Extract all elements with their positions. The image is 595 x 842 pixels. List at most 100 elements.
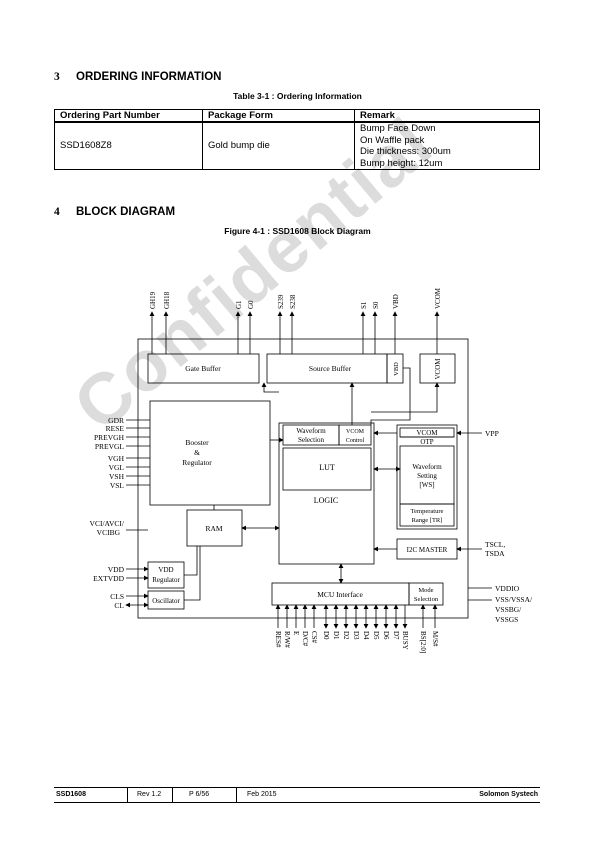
remark-line: Bump Face Down: [360, 123, 436, 134]
pin-label-e: E: [292, 631, 300, 635]
mcu-interface-label: MCU Interface: [317, 590, 363, 599]
gate-buffer-block: [147, 353, 260, 384]
mode-selection-label: Mode: [418, 587, 433, 594]
pin-label-vddio: VDDIO: [495, 584, 520, 593]
otp-label: OTP: [420, 438, 433, 446]
pin-label-gh18: GH18: [163, 291, 171, 309]
pin-label-bs: BS[2:0]: [419, 631, 427, 653]
vcom-control-label: VCOM: [346, 429, 365, 435]
booster-regulator-block: [149, 400, 271, 506]
waveform-setting-label: Setting: [417, 472, 437, 480]
pin-label-vgh: VGH: [108, 454, 125, 463]
temperature-range-label: Range [TR]: [412, 517, 443, 524]
col-header-remark: Remark: [354, 109, 540, 123]
pin-label-vdd: VDD: [108, 565, 125, 574]
otp-vcom-block: [399, 427, 455, 438]
pin-label-vssgs: VSSGS: [495, 615, 518, 624]
waveform-selection-label: Waveform: [296, 427, 326, 435]
footer-page: P 6/56: [189, 791, 210, 798]
section-3-heading: 3 ORDERING INFORMATION: [54, 71, 221, 83]
vdd-regulator-label: VDD: [158, 566, 173, 574]
vcom-box-label: VCOM: [434, 358, 442, 380]
vcom-control-label: Control: [346, 438, 365, 444]
footer-company: Solomon Systech: [479, 791, 538, 798]
pin-label-extvdd: EXTVDD: [93, 574, 124, 583]
pin-label-ms: M/S#: [431, 631, 439, 647]
waveform-setting-label: Waveform: [412, 463, 442, 471]
pin-label-cs: CS#: [310, 631, 318, 644]
pin-label-d3: D3: [352, 631, 360, 640]
section-4-heading: 4 BLOCK DIAGRAM: [54, 206, 175, 218]
pin-label-d1: D1: [332, 631, 340, 640]
otp-block: [396, 424, 458, 530]
page-footer: SSD1608 Rev 1.2 P 6/56 Feb 2015 Solomon …: [54, 787, 540, 803]
lut-label: LUT: [319, 463, 335, 472]
pin-label-rese: RESE: [106, 424, 125, 433]
pin-label-prevgl: PREVGL: [95, 442, 125, 451]
pin-label-d4: D4: [362, 631, 370, 640]
pin-label-busy: BUSY: [401, 631, 409, 650]
pin-label-res: RES#: [274, 631, 282, 648]
pin-label-cls: CLS: [110, 592, 124, 601]
pin-label-prevgh: PREVGH: [94, 433, 125, 442]
gate-buffer-label: Gate Buffer: [185, 364, 221, 373]
booster-label: &: [194, 448, 200, 457]
pin-label-d2: D2: [342, 631, 350, 640]
pin-label-tsda: TSDA: [485, 549, 505, 558]
col-header-part: Ordering Part Number: [54, 109, 203, 123]
table-row: SSD1608Z8 Gold bump die Bump Face Down O…: [54, 121, 540, 170]
section-3-number: 3: [54, 71, 60, 83]
remark-line: Die thickness: 300um: [360, 146, 451, 157]
pin-label-vssbg: VSSBG/: [495, 605, 522, 614]
pin-label-vsl: VSL: [110, 481, 125, 490]
remark-line: Bump height: 12um: [360, 157, 443, 169]
pin-label-vci: VCI/AVCI/: [90, 519, 125, 528]
pin-label-cl: CL: [114, 601, 124, 610]
logic-label: LOGIC: [314, 496, 338, 505]
footer-revision: Rev 1.2: [137, 791, 162, 798]
pin-label-s1: S1: [360, 301, 368, 309]
footer-date: Feb 2015: [247, 791, 277, 798]
cell-part-number: SSD1608Z8: [54, 121, 203, 170]
mode-selection-label: Selection: [414, 596, 439, 603]
vbd-box-label: VBD: [393, 362, 400, 376]
pin-label-d7: D7: [392, 631, 400, 640]
temperature-range-label: Temperature: [411, 508, 444, 515]
booster-label: Booster: [185, 438, 209, 447]
pin-label-vbd: VBD: [392, 294, 400, 309]
pin-label-tscl: TSCL,: [485, 540, 505, 549]
pin-label-s238: S238: [289, 294, 297, 309]
pin-label-g1: G1: [235, 300, 243, 309]
pin-label-vpp: VPP: [485, 429, 499, 438]
otp-vcom-label: VCOM: [416, 429, 438, 437]
pin-label-d6: D6: [382, 631, 390, 640]
footer-product: SSD1608: [56, 791, 86, 798]
section-4-title: BLOCK DIAGRAM: [76, 206, 176, 218]
section-4-number: 4: [54, 206, 60, 218]
pin-label-gdr: GDR: [108, 416, 124, 425]
pin-label-gh19: GH19: [149, 291, 157, 309]
table-caption: Table 3-1 : Ordering Information: [233, 91, 362, 101]
oscillator-label: Oscillator: [152, 597, 180, 605]
lut-block: [282, 447, 372, 491]
pin-label-vcibg: VCIBG: [97, 528, 121, 537]
pin-label-vss: VSS/VSSA/: [495, 595, 533, 604]
pin-label-vgl: VGL: [109, 463, 125, 472]
cell-remark: Bump Face Down On Waffle pack Die thickn…: [354, 121, 540, 170]
mode-selection-block: [408, 582, 444, 606]
pin-label-vsh: VSH: [109, 472, 125, 481]
i2c-master-label: I2C MASTER: [407, 546, 448, 554]
temperature-range-block: [399, 503, 455, 527]
pin-label-g0: G0: [247, 300, 255, 309]
pin-label-d0: D0: [322, 631, 330, 640]
pin-label-d5: D5: [372, 631, 380, 640]
section-3-title: ORDERING INFORMATION: [76, 71, 222, 83]
table-header-row: Ordering Part Number Package Form Remark: [54, 109, 540, 123]
vcom-control-block: [338, 424, 372, 446]
pin-label-s0: S0: [372, 301, 380, 309]
waveform-setting-label: [WS]: [419, 481, 434, 489]
figure-caption: Figure 4-1 : SSD1608 Block Diagram: [224, 226, 371, 236]
ram-label: RAM: [205, 524, 222, 533]
remark-line: On Waffle pack: [360, 134, 425, 146]
